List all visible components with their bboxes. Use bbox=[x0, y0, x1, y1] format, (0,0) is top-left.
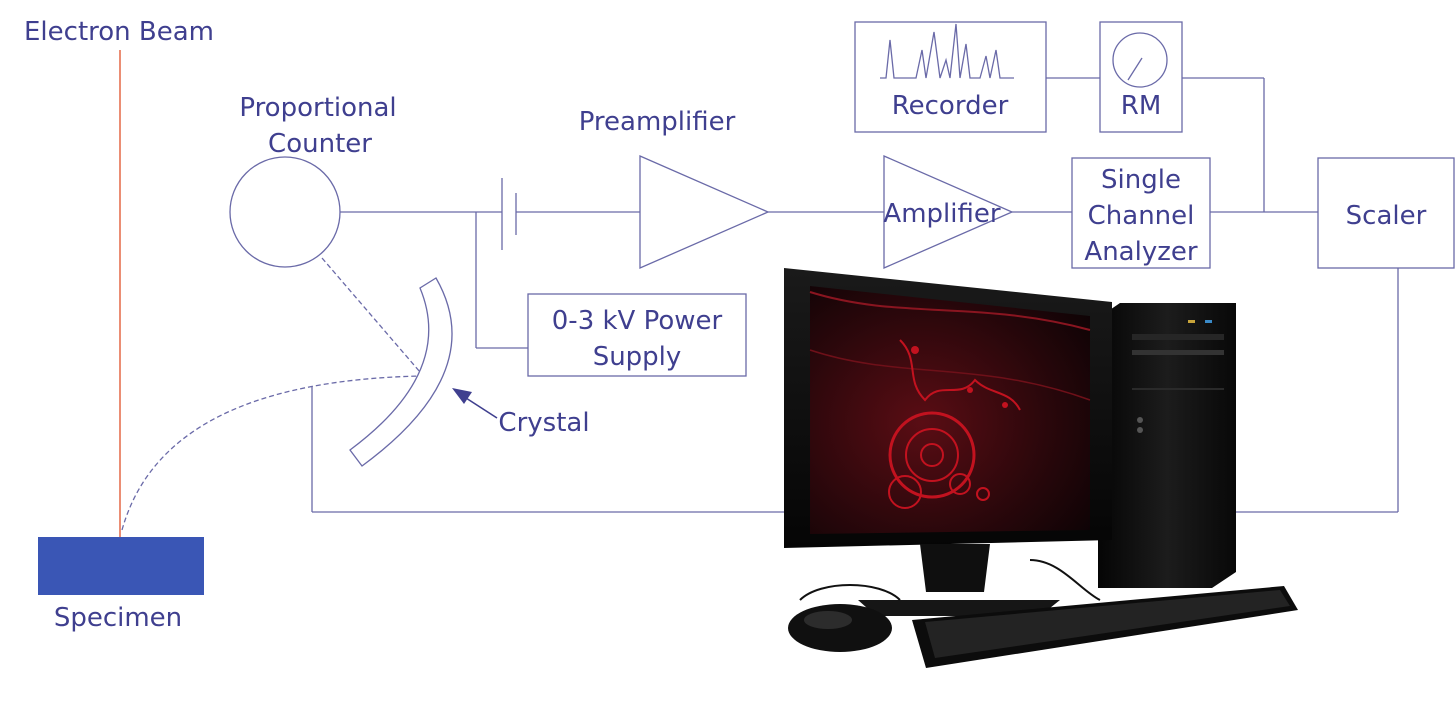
power-supply-label-2: Supply bbox=[593, 342, 682, 372]
crystal-label: Crystal bbox=[498, 408, 589, 438]
scaler-label: Scaler bbox=[1346, 201, 1427, 231]
rm-label: RM bbox=[1121, 91, 1162, 121]
recorder-label: Recorder bbox=[892, 91, 1009, 121]
proportional-counter-label-1: Proportional bbox=[239, 93, 396, 123]
preamplifier-label: Preamplifier bbox=[579, 107, 736, 137]
proportional-counter-circle bbox=[230, 157, 340, 267]
power-supply-label-1: 0-3 kV Power bbox=[552, 306, 723, 336]
crystal-arrow-icon bbox=[452, 388, 497, 418]
preamplifier-triangle bbox=[640, 156, 768, 268]
electron-beam-label: Electron Beam bbox=[24, 17, 214, 47]
desktop-computer-icon bbox=[784, 268, 1298, 668]
crystal-shape bbox=[350, 278, 452, 466]
amplifier-label: Amplifier bbox=[883, 199, 1000, 229]
sca-label-2: Channel bbox=[1088, 201, 1195, 231]
xray-path-counter bbox=[322, 258, 420, 372]
specimen-label: Specimen bbox=[54, 603, 182, 633]
sca-label-1: Single bbox=[1101, 165, 1181, 195]
specimen-block bbox=[38, 537, 204, 595]
proportional-counter-label-2: Counter bbox=[268, 129, 372, 159]
sca-label-3: Analyzer bbox=[1084, 237, 1197, 267]
